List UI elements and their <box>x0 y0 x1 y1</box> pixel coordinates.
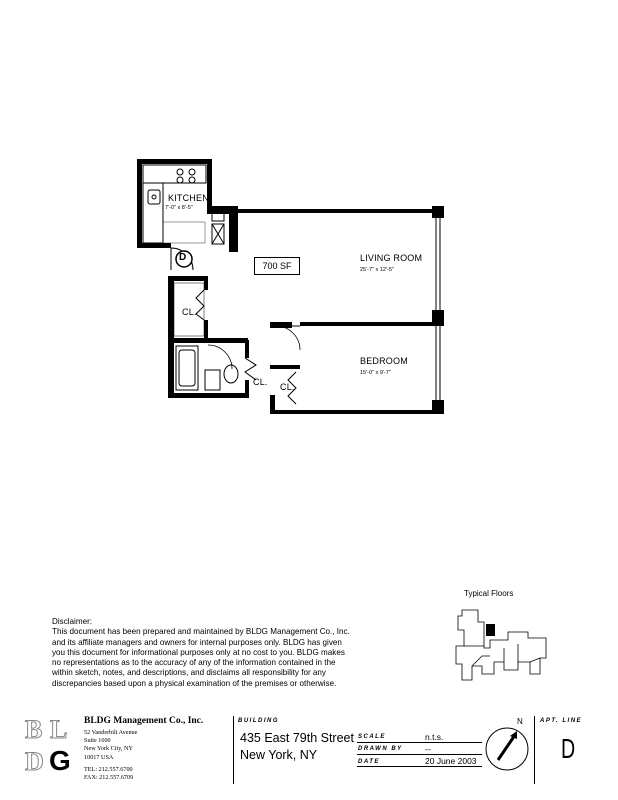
walls <box>137 159 444 414</box>
closet-label: CL. <box>182 307 197 317</box>
disclaimer-line: discrepancies based upon a physical exam… <box>52 678 337 688</box>
building-street: 435 East 79th Street <box>240 731 354 745</box>
closet-label: CL. <box>280 382 295 392</box>
svg-text:G: G <box>49 745 71 774</box>
disclaimer-line: within sketch, notes, and descriptions, … <box>52 668 326 678</box>
drawn-by-value: -- <box>425 744 431 754</box>
footer-divider <box>233 716 234 784</box>
disclaimer: Disclaimer: This document has been prepa… <box>52 617 382 689</box>
disclaimer-line: and its affiliate managers and owners fo… <box>52 637 342 647</box>
footer-divider <box>534 716 535 784</box>
apt-line-value: D <box>561 733 576 764</box>
company-tel: TEL: 212.557.6700 <box>84 765 133 773</box>
building-city: New York, NY <box>240 748 318 762</box>
bedroom-dims: 15'-0" x 9'-7" <box>360 370 391 376</box>
apt-line-label: APT. LINE <box>540 718 583 724</box>
disclaimer-line: This document has been prepared and main… <box>52 627 350 637</box>
date-value: 20 June 2003 <box>425 756 477 766</box>
key-plan-title: Typical Floors <box>464 589 514 598</box>
drawn-by-label: DRAWN BY <box>358 746 403 752</box>
footer-rule <box>357 766 482 767</box>
svg-text:B: B <box>25 715 42 744</box>
footer-rule <box>357 742 482 743</box>
date-label: DATE <box>358 759 380 765</box>
area-label: 700 SF <box>254 257 300 275</box>
disclaimer-heading: Disclaimer: <box>52 617 93 626</box>
key-plan-drawing <box>455 609 547 681</box>
bedroom-label: BEDROOM <box>360 356 408 366</box>
fixtures <box>142 164 441 405</box>
footer-rule <box>357 754 482 755</box>
scale-label: SCALE <box>358 734 386 740</box>
disclaimer-line: you this document for informational purp… <box>52 647 345 657</box>
address-line: 52 Vanderbilt Avenue <box>84 729 138 736</box>
kitchen-label: KITCHEN <box>168 193 209 203</box>
company-address: 52 Vanderbilt Avenue Suite 1600 New York… <box>84 729 137 782</box>
key-plan-highlight <box>486 624 495 636</box>
company-fax: FAX: 212.557.6709 <box>84 774 134 782</box>
company-name: BLDG Management Co., Inc. <box>84 716 204 726</box>
address-line: Suite 1600 <box>84 737 111 745</box>
disclaimer-line: no representations as to the accuracy of… <box>52 658 336 668</box>
living-room-label: LIVING ROOM <box>360 253 423 263</box>
entry-marker-label: D <box>179 252 187 263</box>
entry-marker <box>175 250 193 268</box>
svg-text:L: L <box>50 715 67 744</box>
svg-text:D: D <box>25 747 44 774</box>
bldg-logo: B L D G <box>22 714 76 774</box>
north-arrow-icon <box>485 727 529 771</box>
address-line: 10017 USA <box>84 753 114 761</box>
kitchen-dims: 7'-0" x 8'-5" <box>165 205 193 211</box>
address-line: New York City, NY <box>84 745 133 753</box>
north-label: N <box>517 717 523 726</box>
scale-value: n.t.s. <box>425 732 444 742</box>
living-room-dims: 25'-7" x 12'-5" <box>360 267 394 273</box>
closet-label: CL. <box>253 377 268 387</box>
building-label: BUILDING <box>238 718 279 724</box>
